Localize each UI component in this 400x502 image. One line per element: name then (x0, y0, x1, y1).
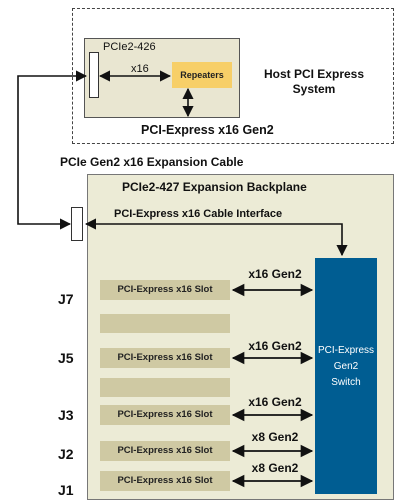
card-label: PCIe2-426 (103, 41, 156, 53)
slot-j2: PCI-Express x16 Slot (100, 441, 230, 461)
backplane-title: PCIe2-427 Expansion Backplane (122, 180, 307, 194)
link-label-j2: x8 Gen2 (251, 430, 299, 444)
card-cable-connector (89, 52, 99, 98)
cable-label: PCIe Gen2 x16 Expansion Cable (60, 155, 244, 169)
connector-label-j1: J1 (58, 482, 74, 498)
host-title-line2: System (292, 82, 336, 96)
pcie-gen2-switch: PCI-Express Gen2 Switch (315, 258, 377, 494)
slot-j5: PCI-Express x16 Slot (100, 348, 230, 368)
slot-j3-label: PCI-Express x16 Slot (117, 409, 213, 420)
cable-interface-line (84, 218, 348, 257)
switch-label-line3: Switch (331, 377, 361, 388)
slot-j3: PCI-Express x16 Slot (100, 405, 230, 425)
host-slot-label: PCI-Express x16 Gen2 (141, 123, 274, 137)
empty-slot-j4 (100, 378, 230, 397)
connector-label-j2: J2 (58, 446, 74, 462)
connector-label-j5: J5 (58, 350, 74, 366)
link-label-j7: x16 Gen2 (248, 267, 302, 281)
host-title-line1: Host PCI Express (263, 67, 365, 81)
slot-j1: PCI-Express x16 Slot (100, 471, 230, 491)
cable-interface-label: PCI-Express x16 Cable Interface (114, 208, 283, 220)
repeaters-label: Repeaters (180, 70, 224, 80)
connector-label-j3: J3 (58, 407, 74, 423)
card-link-label: x16 (131, 63, 149, 75)
expansion-cable-line (17, 70, 88, 230)
slot-j7-label: PCI-Express x16 Slot (117, 284, 213, 295)
link-label-j1: x8 Gen2 (251, 461, 299, 475)
slot-j1-label: PCI-Express x16 Slot (117, 475, 213, 486)
slot-j7: PCI-Express x16 Slot (100, 280, 230, 300)
link-label-j5: x16 Gen2 (248, 339, 302, 353)
switch-label-line2: Gen2 (333, 361, 359, 372)
switch-label-line1: PCI-Express (317, 345, 375, 356)
repeaters-block: Repeaters (172, 62, 232, 88)
slot-j5-label: PCI-Express x16 Slot (117, 352, 213, 363)
empty-slot-j6 (100, 314, 230, 333)
connector-label-j7: J7 (58, 291, 74, 307)
slot-j2-label: PCI-Express x16 Slot (117, 445, 213, 456)
link-label-j3: x16 Gen2 (248, 395, 302, 409)
